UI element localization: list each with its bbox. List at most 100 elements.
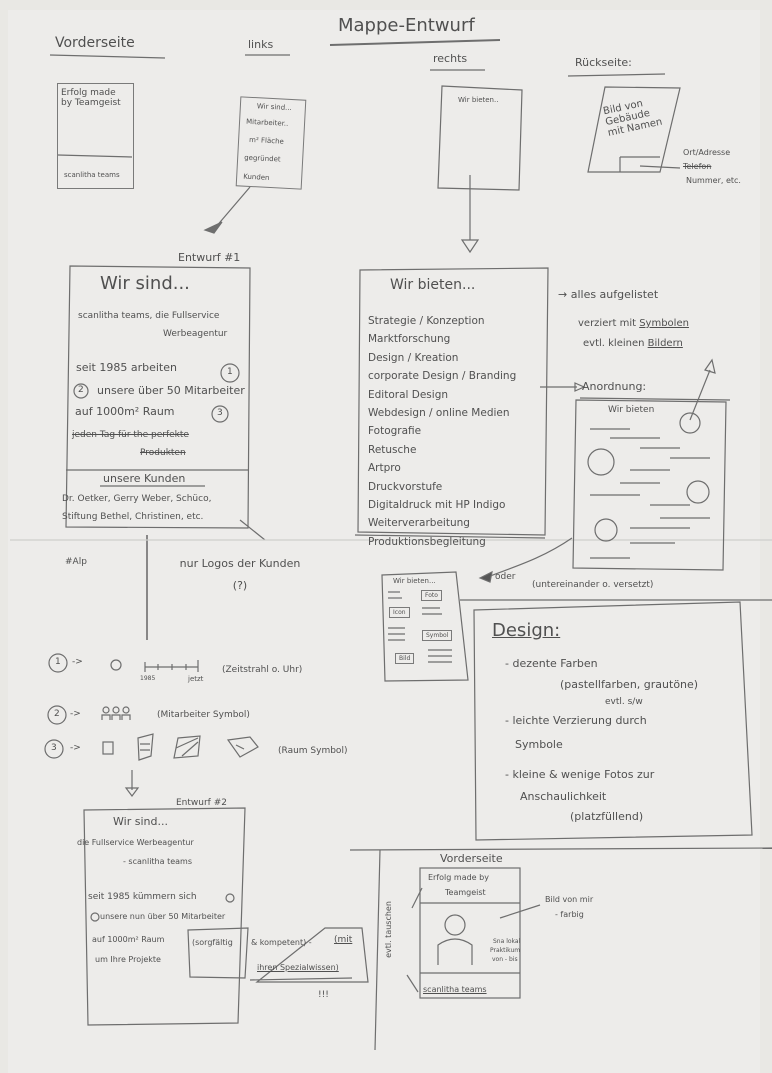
- draft2-box: [83, 807, 246, 1026]
- mini-symbol: Symbol: [422, 630, 453, 641]
- offer-item: Strategie / Konzeption: [368, 315, 485, 327]
- mini-photo: Foto: [421, 590, 442, 601]
- design-bullet: - dezente Farben: [505, 657, 598, 670]
- offer-heading: Wir bieten...: [390, 277, 476, 293]
- design-bullet-detail: (platzfüllend): [570, 810, 644, 823]
- callout-text: (sorgfältig: [192, 938, 233, 947]
- draft1-heading: Wir sind...: [100, 273, 190, 294]
- design-bullet-detail: (pastellfarben, grautöne): [560, 678, 699, 691]
- marker-label: 2: [78, 385, 84, 395]
- offer-item: corporate Design / Branding: [368, 370, 517, 383]
- front2-footer: scanlitha teams: [423, 985, 487, 994]
- front2-label: Vorderseite: [440, 852, 503, 865]
- front2-photo-text: Sna lokal: [493, 938, 521, 945]
- mini-layout-box: [381, 571, 469, 682]
- mini-icon: Icon: [389, 607, 410, 618]
- thumb-line: Mitarbeiter..: [245, 117, 289, 128]
- offer-item: Retusche: [368, 443, 417, 456]
- draft2-label: Entwurf #2: [176, 798, 227, 808]
- offer-item: Artpro: [368, 462, 401, 475]
- back-note: Nummer, etc.: [686, 176, 741, 185]
- design-heading: Design:: [492, 620, 561, 641]
- offer-item: Webdesign / online Medien: [368, 407, 510, 420]
- symbol-note: (Zeitstrahl o. Uhr): [222, 665, 303, 675]
- front-headline: Erfolg made by Teamgeist: [61, 88, 121, 108]
- pointer-arrow: [239, 519, 266, 541]
- header-left: links: [248, 38, 274, 51]
- symbol-note: (Raum Symbol): [278, 746, 348, 756]
- header-back: Rückseite:: [575, 56, 632, 69]
- offer-box: [357, 267, 549, 536]
- right-thumb-headline: Wir bieten..: [458, 96, 499, 104]
- symbol-note: (Mitarbeiter Symbol): [157, 710, 250, 720]
- header-underline: [567, 73, 666, 77]
- arrangement-label: Anordnung:: [582, 380, 647, 393]
- draft1-struck-text: Produkten: [140, 448, 186, 458]
- design-bullet: - kleine & wenige Fotos zur: [505, 768, 655, 781]
- thumb-line: gegründet: [243, 153, 281, 164]
- mini-heading: Wir bieten...: [393, 577, 436, 585]
- draft1-box: [65, 265, 251, 529]
- customers-heading: unsere Kunden: [103, 472, 186, 485]
- emphasis-mark: !!!: [318, 990, 329, 1000]
- front2-box: [419, 867, 521, 999]
- offer-note: → alles aufgelistet: [558, 288, 659, 301]
- offer-item: Druckvorstufe: [368, 480, 443, 493]
- front2-photo-text: Praktikum: [490, 947, 521, 954]
- draft1-note: nur Logos der Kunden (?): [179, 557, 301, 592]
- callout-text: ihren Spezialwissen): [257, 963, 339, 972]
- front2-photo-text: von - bis: [492, 956, 518, 963]
- mini-image: Bild: [395, 653, 415, 664]
- arrow-label: ->: [72, 657, 83, 667]
- design-bullet: - leichte Verzierung durch: [505, 714, 647, 727]
- arrangement-heading: Wir bieten: [608, 405, 655, 415]
- thumb-line: m² Fläche: [248, 135, 284, 146]
- marker-label: 3: [217, 408, 223, 418]
- front2-headline: Teamgeist: [445, 888, 486, 897]
- draft1-text: scanlitha teams, die Fullservice: [78, 311, 220, 321]
- marker-label: 1: [55, 657, 61, 667]
- design-bullet-detail: evtl. s/w: [605, 697, 643, 707]
- arrow-down: [214, 186, 251, 229]
- draft1-text: unsere über 50 Mitarbeiter: [97, 384, 245, 397]
- offer-item: Marktforschung: [368, 333, 451, 346]
- offer-item: Editoral Design: [368, 388, 449, 401]
- draft1-text: auf 1000m² Raum: [75, 405, 175, 418]
- draft1-text: seit 1985 arbeiten: [76, 361, 177, 374]
- arrow-label: ->: [70, 743, 81, 753]
- pointer-arrow: [639, 165, 681, 169]
- back-note-struck: Telefon: [683, 162, 712, 171]
- right-thumbnail: [437, 85, 523, 191]
- photo-note: - farbig: [555, 910, 584, 919]
- customers-text: Dr. Oetker, Gerry Weber, Schüco,: [62, 494, 212, 504]
- front2-headline: Erfolg made by: [428, 873, 489, 882]
- front-footer: scanlitha teams: [64, 171, 120, 179]
- design-bullet-detail: Symbole: [515, 738, 563, 751]
- marker-circle: [211, 405, 229, 423]
- back-note: Ort/Adresse: [683, 148, 731, 157]
- or-label: oder: [495, 572, 516, 582]
- marker-label: 1: [227, 367, 233, 377]
- arrangement-box: [572, 399, 727, 571]
- callout-text: (mit: [334, 935, 353, 945]
- draft2-heading: Wir sind...: [113, 815, 168, 828]
- offer-note: evtl. kleinen: [583, 338, 645, 349]
- back-thumbnail: [587, 86, 681, 173]
- photo-note: Bild von mir: [545, 895, 594, 904]
- timeline-end: jetzt: [188, 675, 204, 683]
- header-right: rechts: [433, 52, 468, 65]
- title-underline: [329, 39, 501, 46]
- header-front: Vorderseite: [55, 35, 135, 51]
- draft2-text: die Fullservice Werbeagentur: [77, 838, 194, 847]
- callout-text: & kompetent) -: [251, 938, 312, 947]
- draft2-text: - scanlitha teams: [123, 857, 192, 866]
- swap-note: evtl. tauschen: [383, 901, 393, 958]
- draft2-text: auf 1000m² Raum: [92, 935, 165, 944]
- offer-item: Produktionsbegleitung: [368, 535, 486, 548]
- offer-item: Fotografie: [368, 425, 422, 438]
- arrow-label: ->: [70, 709, 81, 719]
- draft1-struck-text: jeden Tag für the perfekte: [72, 430, 189, 440]
- offer-item: Design / Kreation: [368, 351, 459, 364]
- draft1-text: Werbeagentur: [163, 329, 228, 339]
